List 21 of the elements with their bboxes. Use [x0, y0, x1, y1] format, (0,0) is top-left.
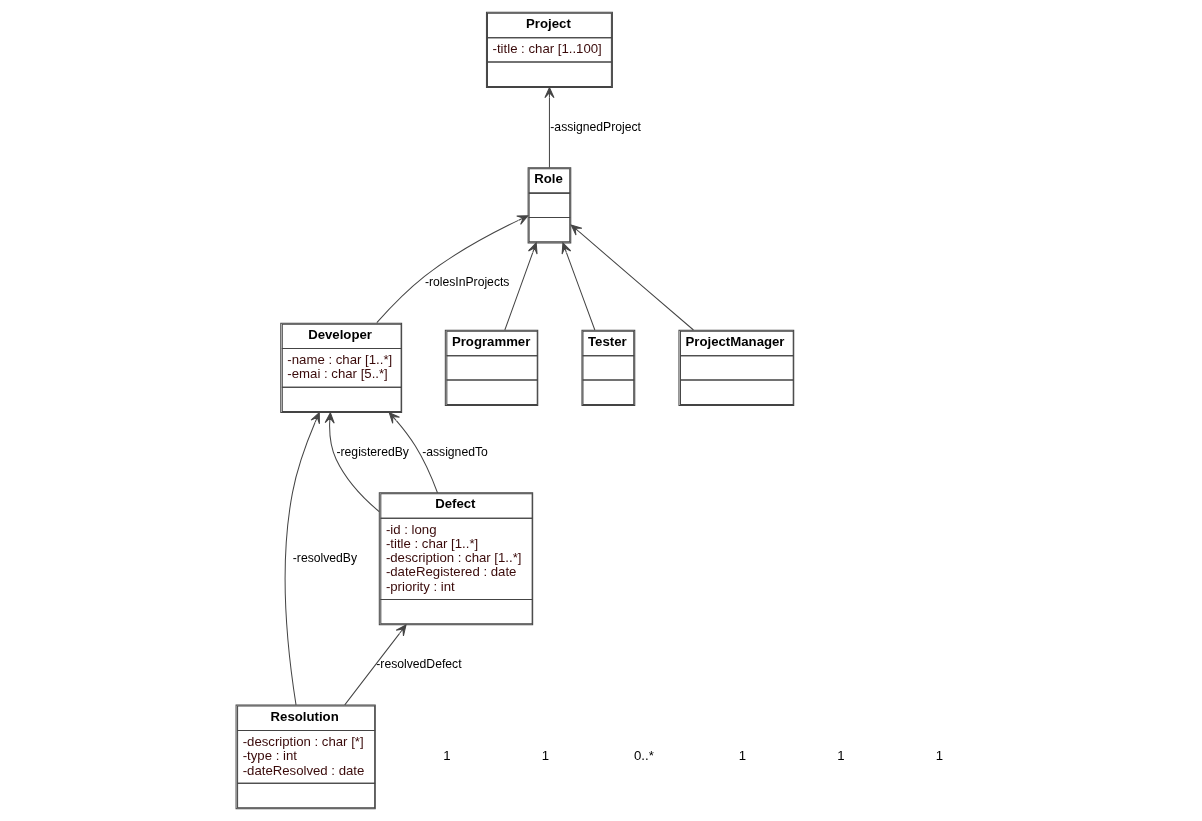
edge-label: -rolesInProjects: [424, 275, 509, 290]
label: 1: [738, 748, 746, 764]
arrow: [343, 624, 406, 706]
edge-label: -resolvedBy: [292, 550, 357, 565]
edge-label: -assignedProject: [549, 119, 641, 134]
edge-label: -assignedTo: [421, 444, 488, 459]
label: 1: [836, 748, 845, 764]
label: 1: [935, 748, 943, 764]
edge-label: -resolvedDefect: [375, 657, 462, 672]
arrow: [561, 242, 595, 331]
arrow: [543, 87, 554, 169]
label: 1: [541, 748, 549, 764]
arrow: [570, 224, 694, 331]
label: 1: [442, 748, 451, 764]
label: 0..*: [633, 748, 654, 764]
arrow: [388, 412, 438, 494]
arrow: [284, 412, 320, 706]
arrow: [503, 242, 538, 331]
edge-label: -registeredBy: [335, 444, 409, 459]
arrow: [375, 215, 528, 324]
arrow: [324, 412, 380, 513]
